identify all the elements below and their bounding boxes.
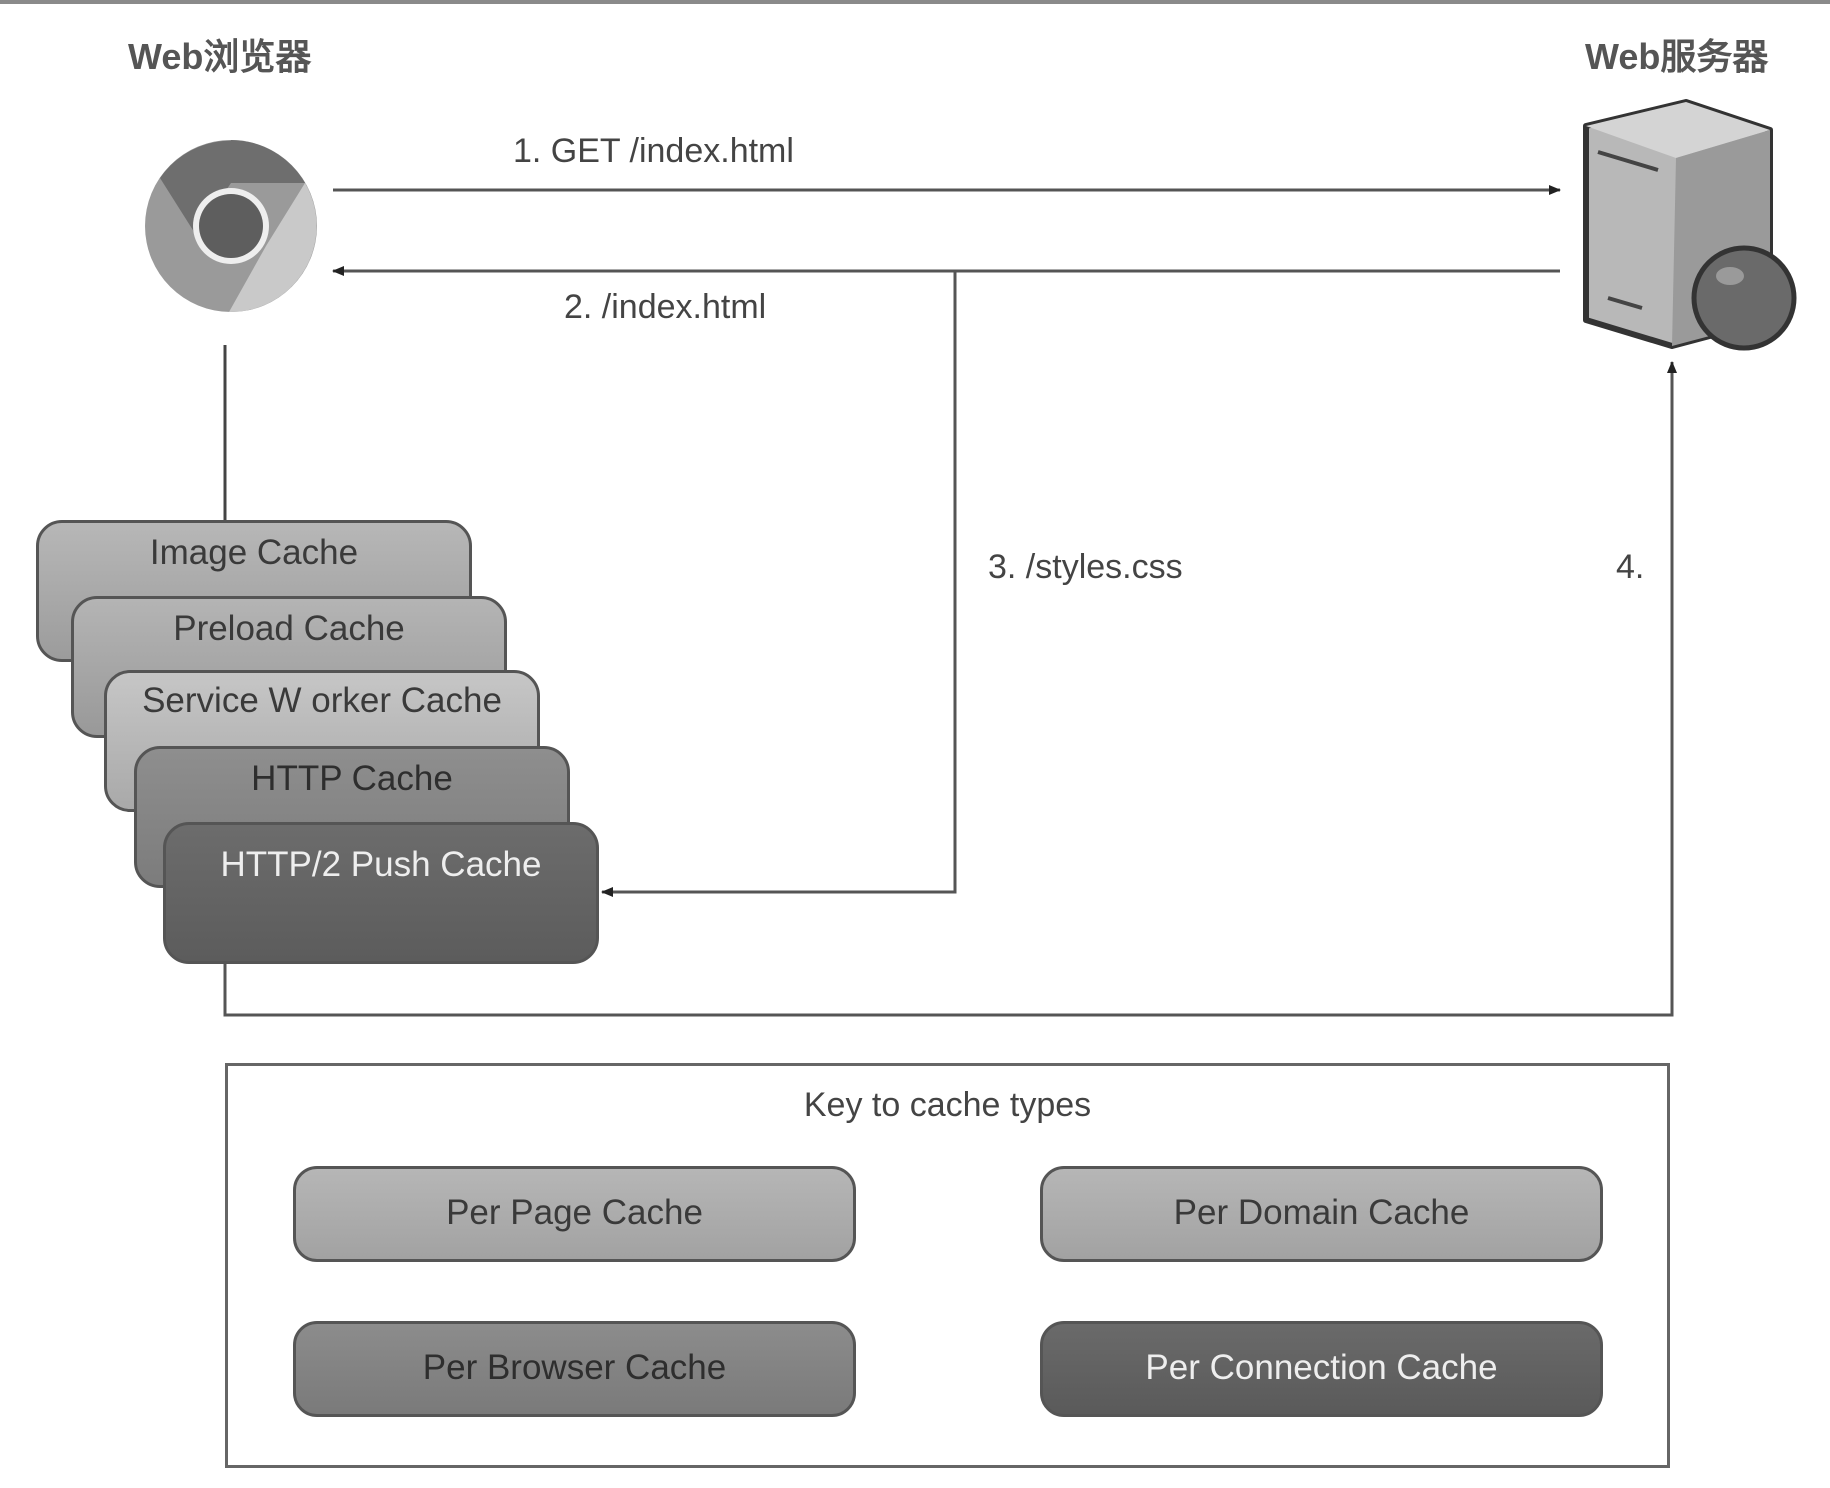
step3-label: 3. /styles.css (988, 548, 1183, 586)
top-border (0, 0, 1830, 4)
step1-label: 1. GET /index.html (513, 132, 794, 170)
web-server-icon (1583, 99, 1797, 351)
key-per-domain-cache: Per Domain Cache (1040, 1166, 1603, 1262)
key-per-connection-cache: Per Connection Cache (1040, 1321, 1603, 1417)
step4-label: 4. (1616, 548, 1645, 586)
chrome-browser-icon (145, 140, 317, 313)
arrow-styles-push (601, 271, 957, 897)
arrow-step4-request (223, 361, 1677, 1017)
step2-label: 2. /index.html (564, 288, 767, 326)
cache-type-key: Key to cache types Per Page Cache Per Do… (225, 1063, 1670, 1468)
cache-http2-push: HTTP/2 Push Cache (163, 822, 599, 964)
key-per-browser-cache: Per Browser Cache (293, 1321, 856, 1417)
key-per-page-cache: Per Page Cache (293, 1166, 856, 1262)
key-title: Key to cache types (803, 1086, 1092, 1124)
server-label: Web服务器 (1585, 36, 1769, 77)
browser-label: Web浏览器 (128, 36, 312, 77)
